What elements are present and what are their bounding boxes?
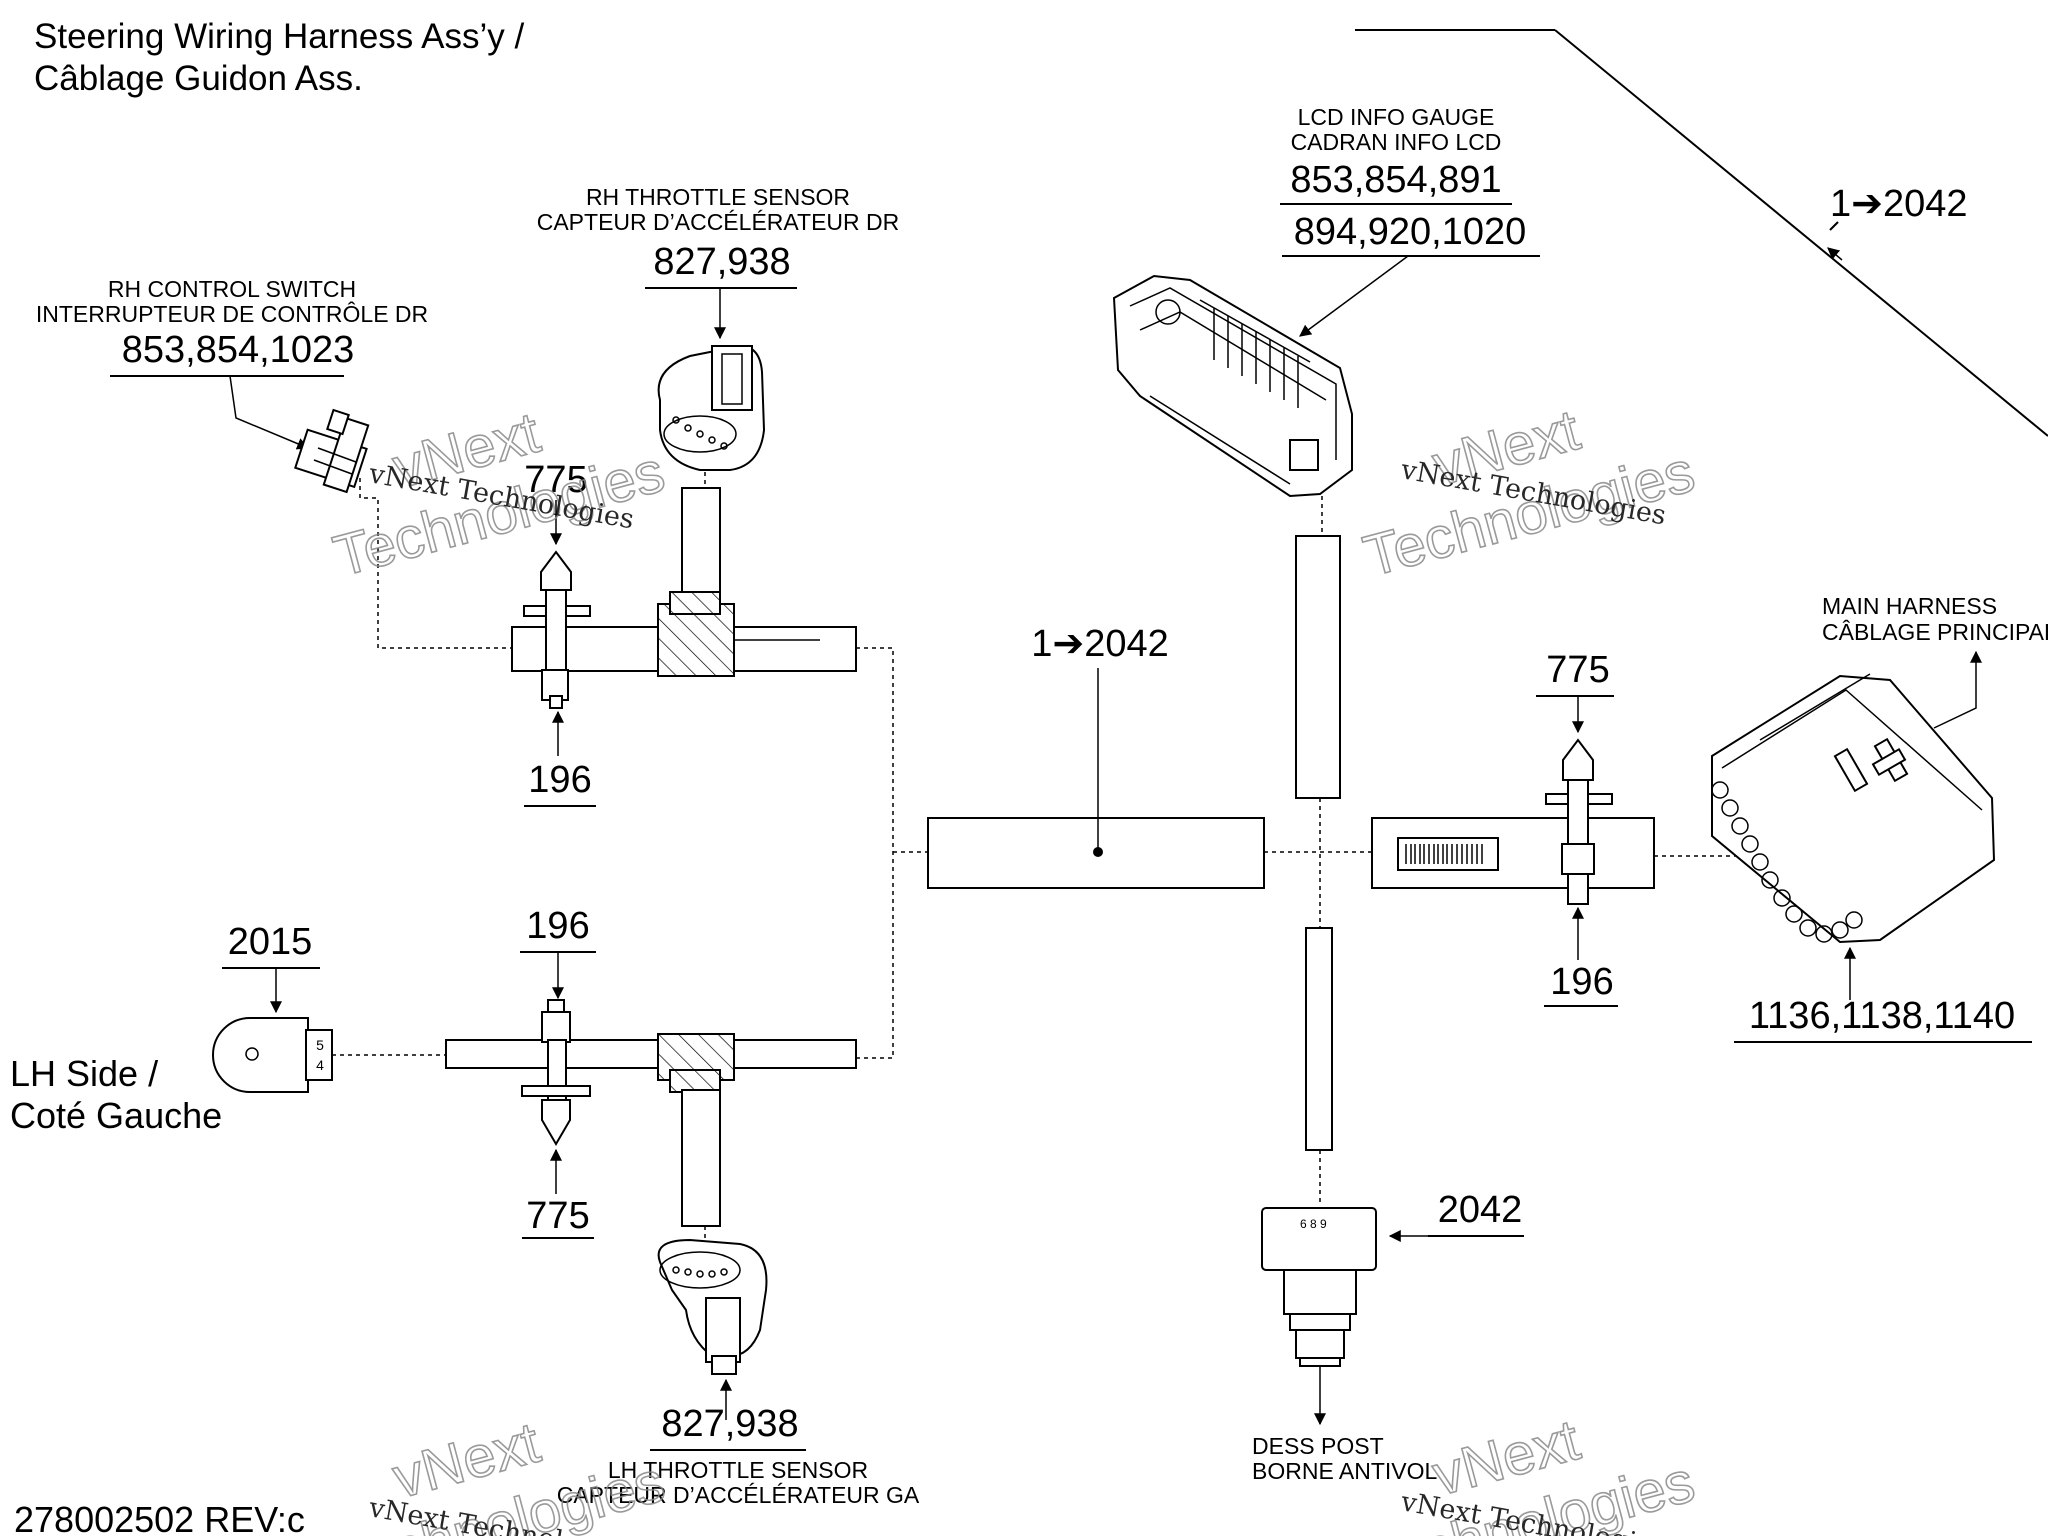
lh-branch	[445, 1033, 857, 1252]
lh-clip-196-label: 196	[526, 905, 589, 947]
lcd-label-en: LCD INFO GAUGE	[1298, 104, 1495, 130]
lh-side-label-line-2: Coté Gauche	[10, 1095, 222, 1136]
rh-tie-assembly: 775 196	[523, 459, 596, 807]
rh-control-switch-parts: 853,854,1023	[122, 329, 354, 371]
lcd-label-fr: CADRAN INFO LCD	[1291, 129, 1502, 155]
dess-post: 6 8 9 DESS POST BORNE ANTIVOL 2042	[1252, 927, 1524, 1484]
right-clip-196-label: 196	[1550, 961, 1613, 1003]
lcd-parts-line-1: 853,854,891	[1290, 159, 1501, 201]
dess-post-marking: 6 8 9	[1300, 1217, 1327, 1231]
lh-throttle-connector	[657, 1238, 768, 1375]
rh-throttle-connector	[657, 344, 766, 471]
right-tie-775-label: 775	[1546, 649, 1609, 691]
top-right-harness: 1➔2042	[1355, 29, 2048, 437]
lh-tie-assembly: 196 775	[520, 905, 596, 1239]
main-harness-parts: 1136,1138,1140	[1749, 995, 2015, 1037]
lcd-parts-line-2: 894,920,1020	[1294, 211, 1526, 253]
rh-control-switch: RH CONTROL SWITCH INTERRUPTEUR DE CONTRÔ…	[36, 276, 512, 649]
barcode-icon	[1405, 844, 1483, 864]
rh-control-switch-connector	[294, 408, 370, 494]
main-harness-connector	[1711, 673, 1996, 944]
lh-plug: 2015 5 4	[212, 921, 446, 1093]
top-right-callout: 1➔2042	[1830, 183, 1968, 225]
dess-post-part: 2042	[1438, 1189, 1523, 1231]
lh-throttle-sensor: 827,938 LH THROTTLE SENSOR CAPTEUR D’ACC…	[557, 1238, 920, 1508]
lh-side-label-line-1: LH Side /	[10, 1053, 158, 1094]
dess-post-label-en: DESS POST	[1252, 1433, 1384, 1459]
lcd-harness-branch	[1295, 535, 1341, 799]
rh-throttle-parts: 827,938	[653, 241, 790, 283]
lh-plug-pin-b: 4	[316, 1057, 324, 1073]
lcd-info-gauge: LCD INFO GAUGE CADRAN INFO LCD 853,854,8…	[1112, 104, 1540, 928]
rh-throttle-label-fr: CAPTEUR D’ACCÉLÉRATEUR DR	[537, 209, 900, 235]
rh-control-switch-label-fr: INTERRUPTEUR DE CONTRÔLE DR	[36, 300, 428, 327]
lh-throttle-parts: 827,938	[661, 1403, 798, 1445]
rh-branch	[511, 487, 928, 1059]
lh-plug-part: 2015	[228, 921, 313, 963]
rh-control-switch-label-en: RH CONTROL SWITCH	[108, 276, 356, 302]
main-harness-label-en: MAIN HARNESS	[1822, 593, 1997, 619]
dess-post-label-fr: BORNE ANTIVOL	[1252, 1458, 1438, 1484]
watermark: vNext Technologies vNext Technologies vN…	[326, 396, 1701, 1536]
lh-plug-pin-a: 5	[316, 1037, 324, 1053]
main-harness-label-fr: CÂBLAGE PRINCIPAL	[1822, 619, 2048, 645]
title-line-1: Steering Wiring Harness Ass’y /	[34, 17, 524, 56]
right-harness: 775 196 MA	[1371, 593, 2048, 1043]
lh-throttle-label-en: LH THROTTLE SENSOR	[608, 1457, 868, 1483]
document-number: 278002502 REV:c	[14, 1499, 305, 1536]
dess-post-connector: 6 8 9	[1261, 1207, 1377, 1367]
rh-clip-196-label: 196	[528, 759, 591, 801]
rh-throttle-sensor: RH THROTTLE SENSOR CAPTEUR D’ACCÉLÉRATEU…	[537, 184, 900, 488]
rh-throttle-label-en: RH THROTTLE SENSOR	[586, 184, 850, 210]
lh-tie-775-label: 775	[526, 1195, 589, 1237]
center-harness: 1➔2042	[927, 623, 1372, 889]
center-harness-callout: 1➔2042	[1031, 623, 1169, 665]
lh-throttle-label-fr: CAPTEUR D’ACCÉLÉRATEUR GA	[557, 1482, 920, 1508]
lcd-connector	[1112, 274, 1353, 498]
rh-tie-775-label: 775	[524, 459, 587, 501]
title-line-2: Câblage Guidon Ass.	[34, 59, 363, 98]
